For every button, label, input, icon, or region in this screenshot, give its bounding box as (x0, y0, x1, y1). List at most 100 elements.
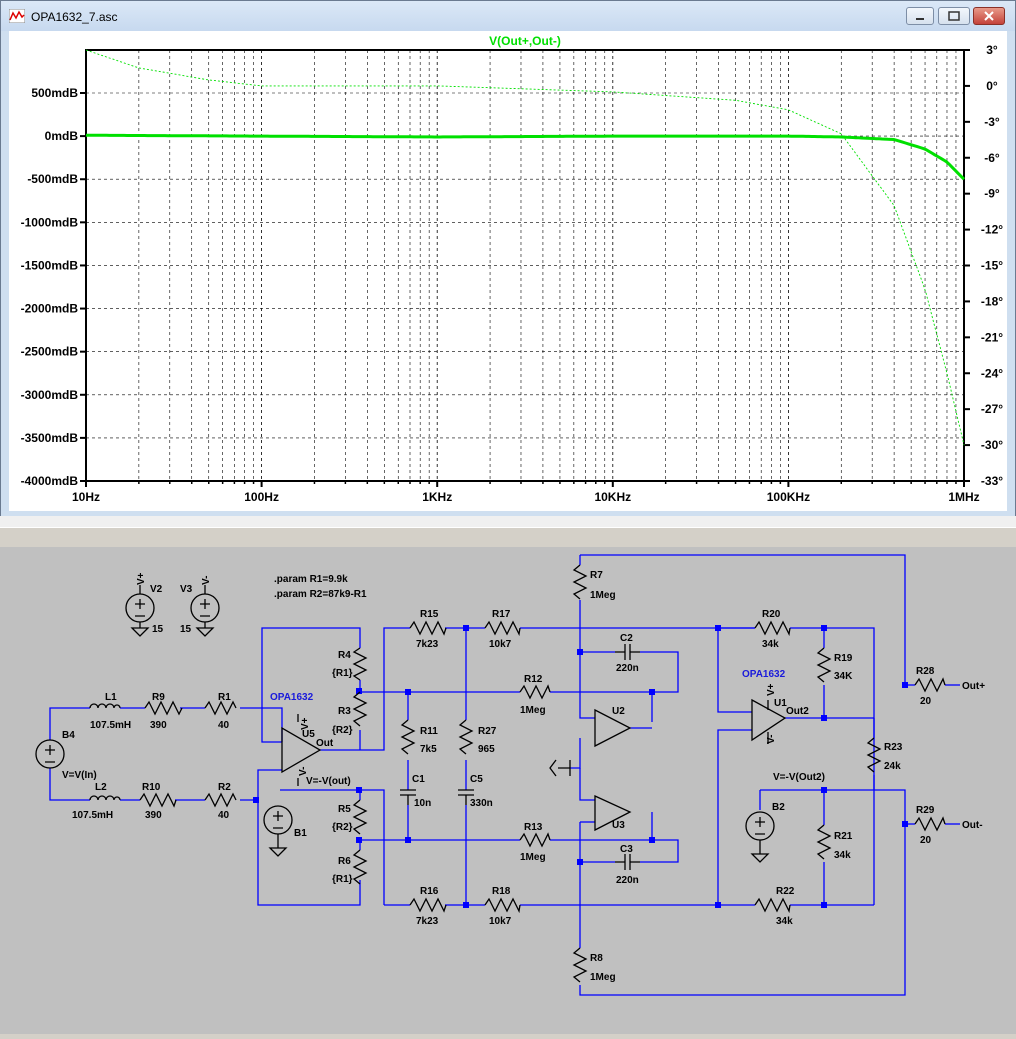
value-c2: 220n (616, 663, 639, 674)
net-out-plus: Out+ (962, 681, 985, 692)
value-r11: 7k5 (420, 744, 437, 755)
label-r9: R9 (152, 692, 165, 703)
u5-vminus: V- (298, 767, 309, 776)
value-b1: V=-V(out) (306, 776, 351, 787)
model-u5: OPA1632 (270, 692, 314, 703)
close-button[interactable] (973, 7, 1005, 25)
x-tick-label: 1MHz (948, 490, 979, 504)
minimize-icon (916, 18, 924, 20)
left-tick-label: 0mdB (45, 129, 79, 143)
label-u5: U5 (302, 729, 315, 740)
value-r9: 390 (150, 720, 167, 731)
model-u1: OPA1632 (742, 669, 786, 680)
maximize-icon (948, 11, 960, 21)
value-r23: 24k (884, 761, 901, 772)
right-tick-label: 0° (986, 79, 998, 93)
value-r3: {R2} (332, 725, 353, 736)
value-r2: 40 (218, 810, 230, 821)
left-tick-label: -2500mdB (21, 345, 79, 359)
label-r21: R21 (834, 831, 853, 842)
label-l1: L1 (105, 692, 117, 703)
left-tick-label: -3000mdB (21, 388, 79, 402)
right-tick-label: -24° (981, 366, 1003, 380)
label-r16: R16 (420, 886, 439, 897)
value-r15: 7k23 (416, 639, 439, 650)
value-v2: 15 (152, 624, 164, 635)
value-r1: 40 (218, 720, 230, 731)
u1-vminus: V- (766, 735, 777, 744)
label-r8: R8 (590, 953, 603, 964)
label-b4: B4 (62, 730, 75, 741)
right-tick-label: -33° (981, 474, 1003, 488)
label-r1: R1 (218, 692, 231, 703)
label-r28: R28 (916, 666, 935, 677)
value-r6: {R1} (332, 874, 353, 885)
left-tick-label: -500mdB (27, 172, 78, 186)
u1-vplus: V+ (766, 683, 777, 696)
value-l1: 107.5mH (90, 720, 131, 731)
maximize-button[interactable] (938, 7, 970, 25)
value-r21: 34k (834, 850, 851, 861)
value-b4: V=V(In) (62, 770, 97, 781)
net-out-minus: Out- (962, 820, 983, 831)
label-r6: R6 (338, 856, 351, 867)
x-tick-label: 100KHz (767, 490, 810, 504)
plot-frame (85, 49, 965, 482)
right-tick-label: -15° (981, 259, 1003, 273)
x-tick-label: 1KHz (422, 490, 452, 504)
value-r13: 1Meg (520, 852, 546, 863)
value-r5: {R2} (332, 822, 353, 833)
bode-plot[interactable]: 500mdB0mdB-500mdB-1000mdB-1500mdB-2000md… (9, 31, 1007, 511)
label-v2: V2 (150, 584, 163, 595)
value-l2: 107.5mH (72, 810, 113, 821)
value-r4: {R1} (332, 668, 353, 679)
label-out2: Out2 (786, 706, 809, 717)
value-r18: 10k7 (489, 916, 512, 927)
u5-vplus: V+ (300, 717, 311, 730)
value-c5: 330n (470, 798, 493, 809)
label-r22: R22 (776, 886, 795, 897)
wires (49, 554, 960, 996)
schematic-pane[interactable]: .param R1=9.9k .param R2=87k9-R1 V2 15 V… (0, 547, 1016, 1034)
junctions (253, 625, 908, 908)
param-r1: .param R1=9.9k (274, 574, 348, 585)
label-r29: R29 (916, 805, 935, 816)
waveform-app-icon (9, 9, 25, 23)
window-title: OPA1632_7.asc (31, 10, 118, 24)
label-c3: C3 (620, 844, 633, 855)
right-tick-label: -12° (981, 223, 1003, 237)
minimize-button[interactable] (906, 7, 934, 25)
left-tick-label: -3500mdB (21, 431, 79, 445)
label-r20: R20 (762, 609, 781, 620)
right-tick-label: 3° (986, 43, 998, 57)
right-tick-label: -6° (984, 151, 1000, 165)
label-r11: R11 (420, 726, 438, 737)
left-tick-label: -2000mdB (21, 302, 79, 316)
value-r29: 20 (920, 835, 932, 846)
label-u2: U2 (612, 706, 625, 717)
label-r15: R15 (420, 609, 439, 620)
net-vminus: V- (201, 576, 212, 585)
label-r12: R12 (524, 674, 543, 685)
right-tick-label: -21° (981, 330, 1003, 344)
value-c1: 10n (414, 798, 431, 809)
value-r17: 10k7 (489, 639, 512, 650)
trace-label: V(Out+,Out-) (489, 34, 561, 48)
right-tick-label: -3° (984, 115, 1000, 129)
value-r16: 7k23 (416, 916, 439, 927)
right-tick-label: -9° (984, 187, 1000, 201)
label-out: Out (316, 738, 334, 749)
label-u3: U3 (612, 820, 625, 831)
net-vplus: V+ (136, 572, 147, 585)
label-c5: C5 (470, 774, 483, 785)
right-tick-label: -18° (981, 294, 1003, 308)
value-c3: 220n (616, 875, 639, 886)
value-r12: 1Meg (520, 705, 546, 716)
value-r19: 34K (834, 671, 853, 682)
label-v3: V3 (180, 584, 193, 595)
label-r4: R4 (338, 650, 351, 661)
title-bar[interactable]: OPA1632_7.asc (1, 1, 1015, 31)
value-r7: 1Meg (590, 590, 616, 601)
schematic-canvas[interactable]: .param R1=9.9k .param R2=87k9-R1 V2 15 V… (0, 547, 1016, 1034)
